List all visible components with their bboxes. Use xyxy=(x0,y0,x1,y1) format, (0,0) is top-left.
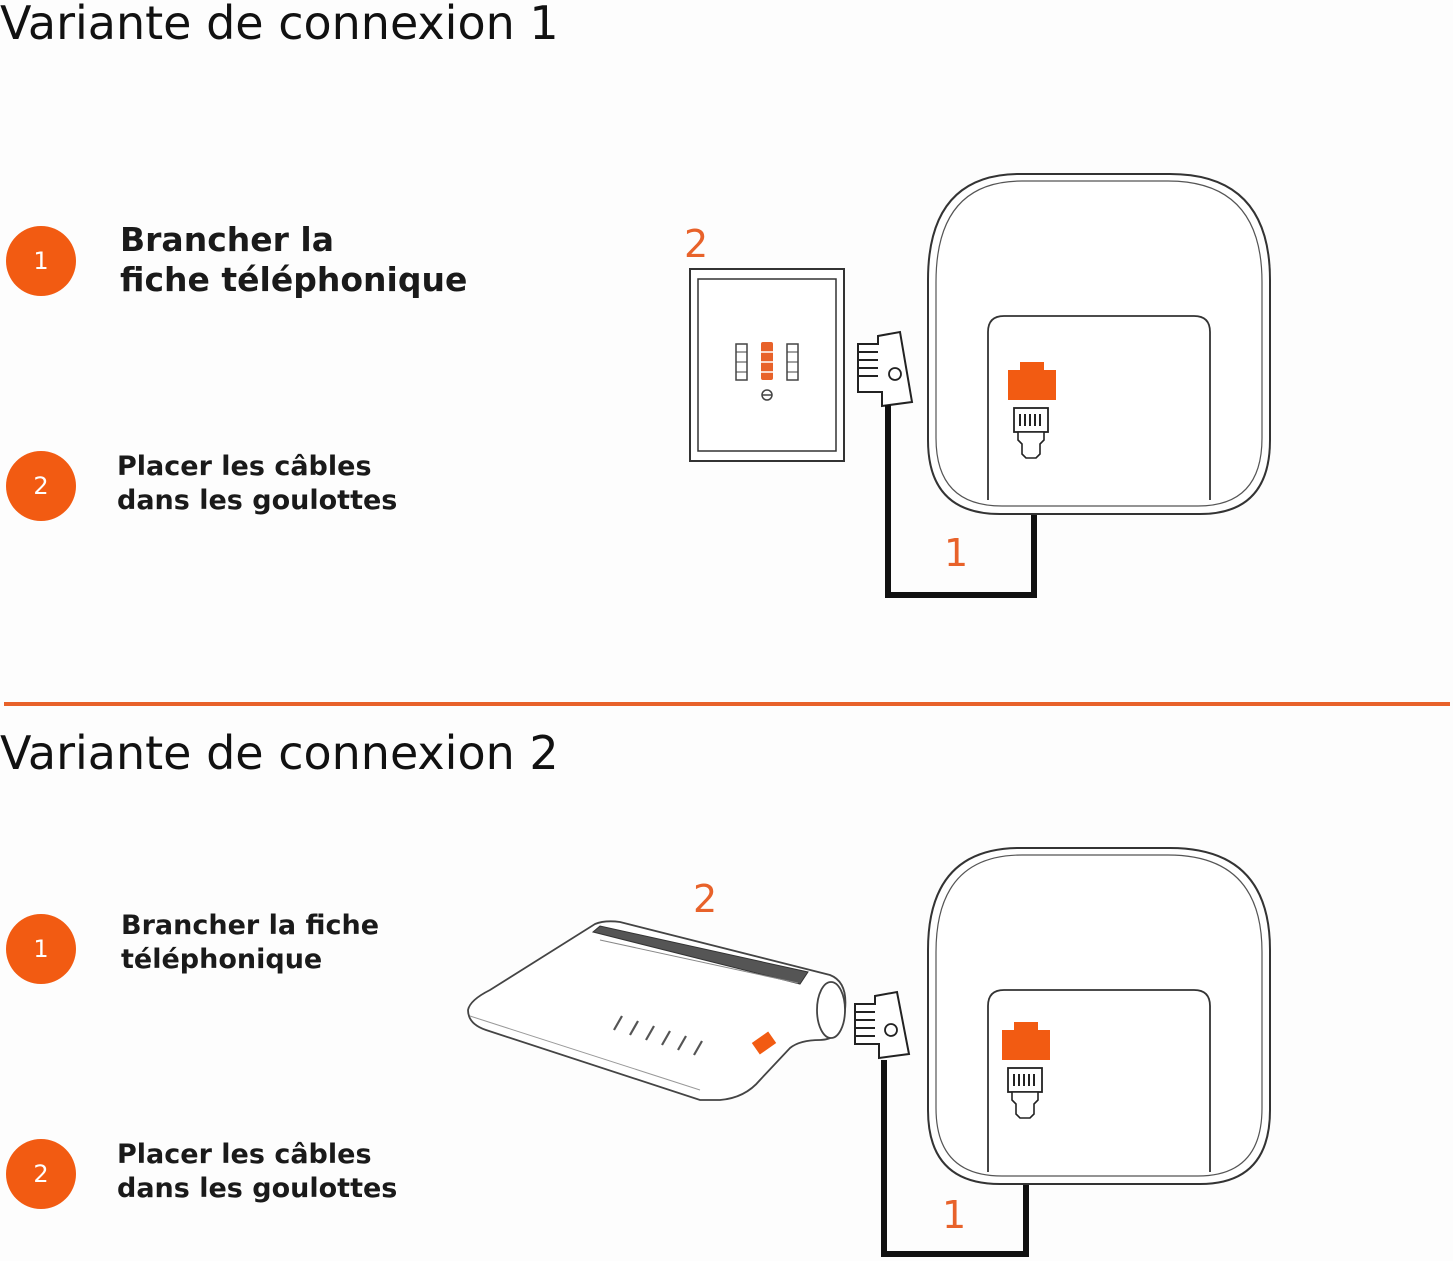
device-callout: 2 xyxy=(684,222,708,266)
tae-plug-icon xyxy=(857,330,914,408)
base-station-icon xyxy=(927,847,1271,1185)
variant-2-title: Variante de connexion 2 xyxy=(0,726,559,780)
step-line: Placer les câbles xyxy=(117,451,372,482)
device-callout: 2 xyxy=(693,877,717,921)
variant-1-title: Variante de connexion 1 xyxy=(0,0,559,50)
variant-2-step-2-text: Placer les câbles dans les goulottes xyxy=(117,1138,397,1206)
cable-callout: 1 xyxy=(944,531,968,575)
variant-2-step-2-badge: 2 xyxy=(6,1139,76,1209)
variant-1-diagram: 2 1 xyxy=(684,173,1271,598)
variant-1-step-2-badge: 2 xyxy=(6,451,76,521)
section-divider xyxy=(4,702,1450,706)
rj11-port-icon xyxy=(1002,1022,1050,1060)
rj11-port-icon xyxy=(1008,362,1056,400)
variant-1-step-1-text: Brancher la fiche téléphonique xyxy=(120,220,467,300)
step-line: fiche téléphonique xyxy=(120,260,468,299)
step-line: dans les goulottes xyxy=(117,1173,398,1204)
step-line: Brancher la xyxy=(120,220,334,259)
step-line: dans les goulottes xyxy=(117,485,398,516)
base-station-icon xyxy=(927,173,1271,515)
phone-cable xyxy=(881,1060,1029,1257)
step-line: téléphonique xyxy=(121,944,323,975)
variant-1-step-2-text: Placer les câbles dans les goulottes xyxy=(117,450,397,518)
phone-cable xyxy=(885,405,1037,598)
rj11-plug-icon xyxy=(1007,1067,1043,1119)
variant-2-step-1-text: Brancher la fiche téléphonique xyxy=(121,909,379,977)
variant-2-diagram: 2 1 xyxy=(467,847,1271,1257)
variant-2-step-1-badge: 1 xyxy=(6,914,76,984)
wall-socket-icon xyxy=(689,268,845,462)
step-line: Brancher la fiche xyxy=(121,910,380,941)
tae-plug-icon xyxy=(854,990,911,1060)
rj11-plug-icon xyxy=(1013,407,1049,459)
router-icon xyxy=(467,920,847,1101)
step-line: Placer les câbles xyxy=(117,1139,372,1170)
variant-1-step-1-badge: 1 xyxy=(6,226,76,296)
cable-callout: 1 xyxy=(942,1193,966,1237)
